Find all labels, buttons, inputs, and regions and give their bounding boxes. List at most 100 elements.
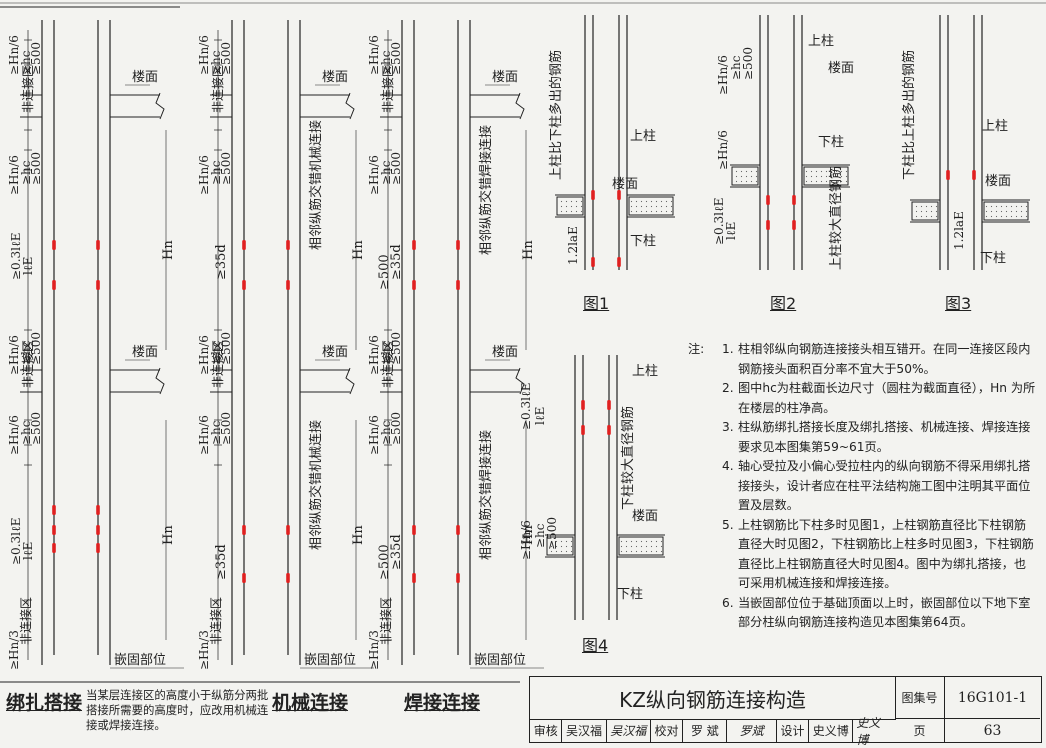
fig2-dim-500: ≥500	[741, 47, 755, 80]
weld-dim-hn6-3: ≥Hn/6	[367, 335, 381, 375]
page-number: 63	[983, 722, 1002, 739]
fig4-bigger-lower-label: 下柱较大直径钢筋	[620, 406, 636, 510]
lap-splice-mark	[96, 525, 100, 535]
note-label	[688, 379, 722, 418]
fig2-dim-lle: lℓE	[724, 222, 738, 240]
lap-floor-label: 楼面	[132, 70, 158, 85]
mech-dim-hc-4: ≥hc	[209, 420, 223, 445]
fig1-splice	[591, 190, 595, 200]
weld-dim-500-4: ≥500	[389, 412, 403, 445]
lap-splice-mark	[52, 240, 56, 250]
lap-splice-note: 当某层连接区的高度小于纵筋分两批搭接所需要的高度时，应改用机械连接或焊接连接。	[86, 688, 269, 732]
lap-embed-label: 嵌固部位	[114, 653, 166, 668]
mechanical-splice-mark	[242, 525, 246, 535]
fig2-splice	[792, 195, 796, 205]
weld-dim-non-splice: 非连接区	[378, 597, 393, 645]
mech-non-splice-slab: 非连接区	[210, 340, 225, 388]
atlas-label: 图集号	[895, 677, 945, 719]
lap-splice-mark	[52, 280, 56, 290]
fig4-dim-hc: ≥hc	[533, 523, 547, 548]
mechanical-splice-mark	[242, 573, 246, 583]
lap-non-splice-slab: 非连接区	[20, 340, 35, 388]
fig2-lower-label: 下柱	[818, 135, 844, 150]
fig2-bigger-upper-label: 上柱较大直径钢筋	[828, 166, 844, 270]
mech-floor-label: 楼面	[322, 345, 348, 360]
note-item: 4.轴心受拉及小偏心受拉柱内的纵向钢筋不得采用绑扎搭接接头，设计者应在柱平法结构…	[688, 457, 1038, 516]
fig1-floor-label: 楼面	[612, 177, 638, 192]
fig4-splice	[607, 400, 611, 410]
note-number: 2.	[722, 381, 734, 395]
mechanical-splice-mark	[286, 525, 290, 535]
design-label: 设计	[777, 719, 810, 742]
mech-dim-hc-1: ≥hc	[209, 50, 223, 75]
fig4-dim-500: ≥500	[545, 517, 559, 550]
weld-hn-upper: Hn	[521, 240, 536, 260]
lap-floor-label: 楼面	[132, 345, 158, 360]
fig1-more-upper-label: 上柱比下柱多出的钢筋	[548, 50, 564, 180]
weld-dim-hn6-1: ≥Hn/6	[367, 35, 381, 75]
lap-dim-500-4: ≥500	[29, 412, 43, 445]
fig3-slab-hatch-r	[983, 201, 1029, 221]
figure-1-caption: 图1	[583, 294, 610, 313]
page-label: 页	[895, 719, 945, 742]
fig1-splice	[617, 190, 621, 200]
mech-stagger-label-2: 相邻纵筋交错机械连接	[308, 420, 324, 550]
fig2-splice	[766, 220, 770, 230]
weld-dim-35d-2: ≥35d	[389, 534, 404, 570]
title-block: KZ纵向钢筋连接构造 图集号 16G101-1 审核 吴汉福 吴汉福 校对 罗 …	[529, 676, 1042, 747]
signature-row: 审核 吴汉福 吴汉福 校对 罗 斌 罗斌 设计 史义博 史义博	[530, 716, 895, 747]
note-item: 2.图中hc为柱截面长边尺寸（圆柱为截面直径），Hn 为所在楼层的柱净高。	[688, 379, 1038, 418]
lap-dim-l03: ≥0.3lℓE	[9, 233, 23, 280]
lap-dim-hc-2: ≥hc	[19, 160, 33, 185]
mech-hn-lower: Hn	[351, 525, 366, 545]
weld-dim-500-3: ≥500	[389, 332, 403, 365]
weld-splice-mark	[412, 280, 416, 290]
note-label	[688, 418, 722, 457]
figure-3-caption: 图3	[945, 294, 972, 313]
fig1-slab-hatch-r	[628, 196, 674, 216]
weld-dim-hc-3: ≥hc	[379, 340, 393, 365]
mechanical-splice-mark	[242, 280, 246, 290]
fig1-splice	[591, 257, 595, 267]
mech-dim-hn6-2: ≥Hn/6	[197, 155, 211, 195]
weld-hn-lower: Hn	[521, 525, 536, 545]
figure-2-caption: 图2	[770, 294, 797, 313]
note-label	[688, 516, 722, 594]
fig4-slab-hatch	[546, 536, 574, 556]
weld-dim-500-2: ≥500	[377, 544, 392, 580]
fig4-splice	[581, 425, 585, 435]
lap-splice-caption: 绑扎搭接	[6, 692, 83, 714]
weld-embed-label: 嵌固部位	[474, 653, 526, 668]
fig2-slab-hatch	[731, 166, 759, 186]
lap-splice-mark	[52, 505, 56, 515]
weld-splice-mark	[412, 525, 416, 535]
fig3-slab-hatch	[911, 201, 939, 221]
fig2-dim-hc: ≥hc	[729, 55, 743, 80]
welded-splice-caption: 焊接连接	[404, 692, 481, 714]
lap-dim-hc-3: ≥hc	[19, 340, 33, 365]
atlas-number: 16G101-1	[945, 677, 1040, 719]
check-label: 校对	[651, 719, 684, 742]
weld-splice-mark	[456, 573, 460, 583]
lap-splice-mark	[96, 543, 100, 553]
fig3-lower-label: 下柱	[980, 251, 1006, 266]
weld-splice-mark	[456, 280, 460, 290]
note-number: 4.	[722, 459, 734, 473]
lap-dim-hc-4: ≥hc	[19, 420, 33, 445]
weld-non-splice-slab: 非连接区	[380, 65, 395, 113]
mech-dim-hn6-1: ≥Hn/6	[197, 35, 211, 75]
note-text: 上柱钢筋比下柱多时见图1，上柱钢筋直径比下柱钢筋直径大时见图2，下柱钢筋比上柱多…	[738, 517, 1034, 591]
fig4-lower-label: 下柱	[617, 587, 643, 602]
fig2-floor-label: 楼面	[828, 61, 854, 76]
lap-splice-mark	[52, 543, 56, 553]
lap-hn-lower: Hn	[161, 525, 176, 545]
note-text: 柱相邻纵向钢筋连接接头相互错开。在同一连接区段内钢筋接头面积百分率不宜大于50%…	[738, 342, 1031, 376]
mechanical-splice-mark	[242, 240, 246, 250]
lap-dim-hn6-2: ≥Hn/6	[7, 155, 21, 195]
lap-dim-lle: lℓE	[21, 257, 35, 275]
weld-splice-mark	[412, 240, 416, 250]
checker-signature: 罗斌	[727, 719, 777, 742]
fig2-dim-hn6-2: ≥Hn/6	[716, 130, 730, 170]
fig4-slab-hatch-r	[618, 536, 664, 556]
weld-non-splice-slab: 非连接区	[380, 340, 395, 388]
